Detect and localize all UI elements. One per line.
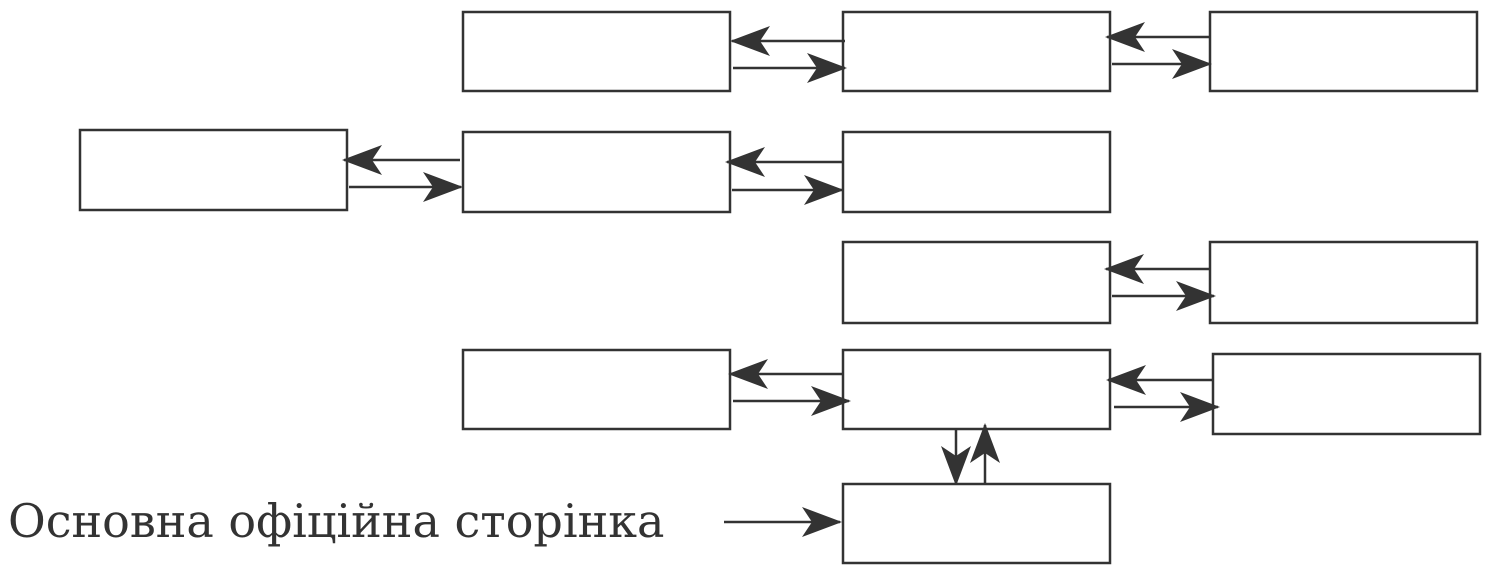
main-page-box xyxy=(841,482,1112,565)
page-box-r4c2 xyxy=(461,348,732,431)
page-box-r2c3 xyxy=(841,130,1112,214)
page-box-r3c4 xyxy=(1208,240,1479,325)
page-box-r4c3 xyxy=(841,348,1112,431)
page-box-r3c3 xyxy=(841,240,1112,325)
page-box-r2c1 xyxy=(78,128,349,212)
page-box-r2c2 xyxy=(461,130,732,214)
main-page-label: Основна офіційна сторінка xyxy=(8,494,664,548)
page-box-r1c2 xyxy=(461,10,732,93)
page-box-r1c3 xyxy=(841,10,1112,93)
page-box-r1c4 xyxy=(1208,10,1479,93)
page-box-r4c4 xyxy=(1211,352,1482,436)
